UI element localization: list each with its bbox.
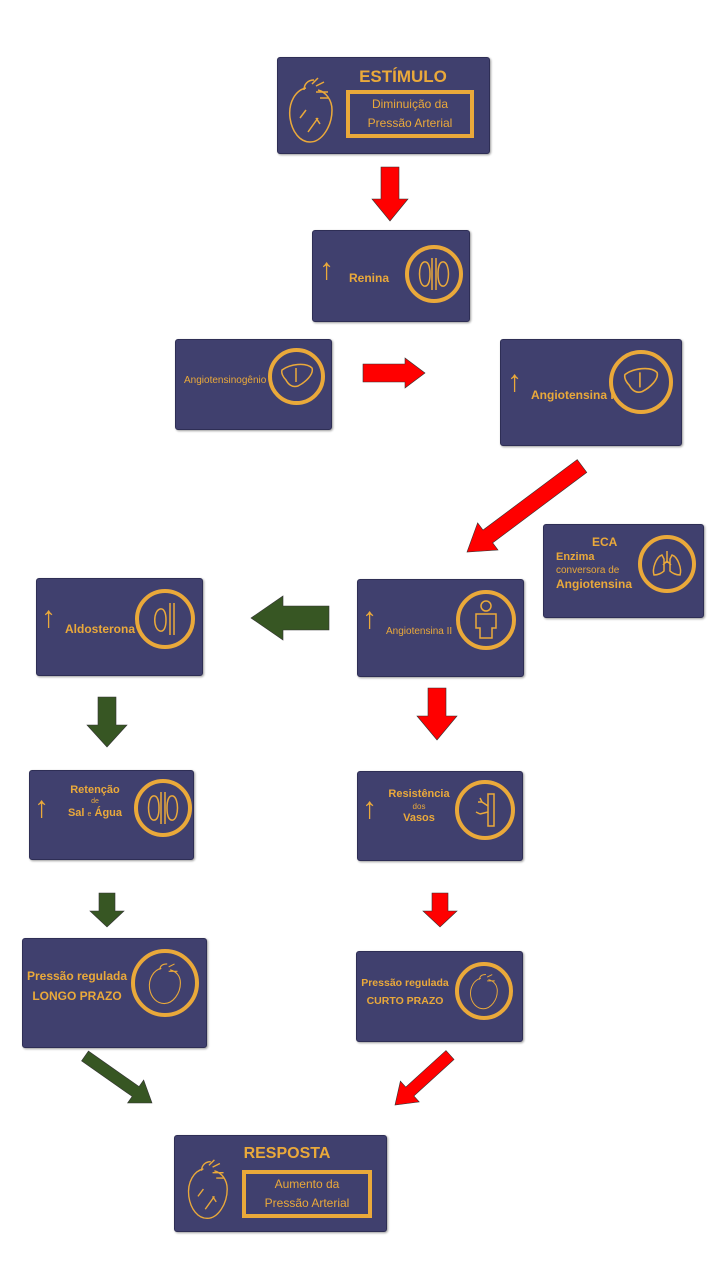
arrow-longo-prazo-to-resposta bbox=[81, 1050, 153, 1104]
arrow-retencao-to-longo-prazo bbox=[89, 892, 125, 928]
curto-line1: Pressão regulada bbox=[361, 977, 449, 989]
blood-vessel-icon bbox=[455, 780, 515, 840]
retencao-box: ↑ Retenção de Sal e Água bbox=[29, 770, 194, 860]
resistencia-label: Resistência dos Vasos bbox=[386, 788, 452, 826]
renina-label: Renina bbox=[349, 271, 390, 285]
lungs-icon bbox=[638, 535, 696, 593]
retencao-line1: Retenção bbox=[70, 784, 120, 796]
renina-box: ↑ Renina bbox=[312, 230, 470, 322]
heart-icon bbox=[455, 962, 513, 1020]
curto-prazo-label: Pressão regulada CURTO PRAZO bbox=[359, 977, 451, 1008]
heart-icon bbox=[185, 1158, 231, 1227]
eca-line2: conversora de bbox=[556, 564, 620, 576]
up-arrow-icon: ↑ bbox=[507, 365, 522, 398]
longo-prazo-box: Pressão regulada LONGO PRAZO bbox=[22, 938, 207, 1048]
up-arrow-icon: ↑ bbox=[34, 791, 49, 824]
response-line1: Aumento da bbox=[274, 1176, 340, 1191]
arrow-curto-prazo-to-resposta bbox=[394, 1050, 455, 1106]
response-title: RESPOSTA bbox=[243, 1145, 331, 1162]
heart-icon bbox=[286, 76, 336, 151]
arrow-aldosterona-to-retencao bbox=[86, 696, 128, 748]
kidney-icon bbox=[135, 589, 195, 649]
resistencia-line1: Resistência bbox=[388, 788, 450, 800]
arrow-angiotensinogenio-to-angiotensina-1 bbox=[362, 357, 426, 389]
person-icon bbox=[456, 590, 516, 650]
response-frame: Aumento da Pressão Arterial bbox=[242, 1170, 372, 1218]
response-line2: Pressão Arterial bbox=[264, 1196, 350, 1210]
up-arrow-icon: ↑ bbox=[362, 792, 377, 825]
arrow-resistencia-to-curto-prazo bbox=[422, 892, 458, 928]
retencao-sal: Sal bbox=[67, 806, 85, 819]
stimulus-title: ESTÍMULO bbox=[359, 67, 447, 86]
stimulus-line2: Pressão Arterial bbox=[367, 116, 453, 130]
retencao-line2: de bbox=[91, 797, 99, 805]
liver-icon bbox=[609, 350, 673, 414]
angiotensinogenio-label: Angiotensinogênio bbox=[184, 375, 267, 386]
eca-line1: Enzima bbox=[556, 551, 595, 563]
stimulus-frame: Diminuição da Pressão Arterial bbox=[346, 90, 474, 138]
aldosterona-label: Aldosterona bbox=[65, 622, 136, 636]
retencao-agua: Água bbox=[94, 806, 123, 819]
up-arrow-icon: ↑ bbox=[362, 602, 377, 635]
eca-abbr: ECA bbox=[592, 535, 618, 549]
angiotensinogenio-box: Angiotensinogênio bbox=[175, 339, 332, 430]
eca-line3: Angiotensina bbox=[556, 577, 633, 592]
response-box: RESPOSTA Aumento da Pressão Arterial bbox=[174, 1135, 387, 1232]
arrow-stimulus-to-renina bbox=[371, 166, 409, 222]
liver-icon bbox=[268, 348, 325, 405]
angiotensina-2-label: Angiotensina II bbox=[386, 626, 453, 637]
resistencia-box: ↑ Resistência dos Vasos bbox=[357, 771, 523, 861]
up-arrow-icon: ↑ bbox=[319, 253, 334, 286]
up-arrow-icon: ↑ bbox=[41, 601, 56, 634]
retencao-label: Retenção de Sal e Água bbox=[64, 784, 126, 820]
angiotensina-2-box: ↑ Angiotensina II bbox=[357, 579, 524, 677]
resistencia-line3: Vasos bbox=[403, 811, 435, 824]
angiotensina-1-label: Angiotensina I bbox=[531, 388, 614, 402]
arrow-angiotensina-2-to-resistencia bbox=[416, 687, 458, 741]
curto-prazo-box: Pressão regulada CURTO PRAZO bbox=[356, 951, 523, 1042]
stimulus-line1: Diminuição da bbox=[371, 96, 449, 111]
stimulus-box: ESTÍMULO Diminuição da Pressão Arterial bbox=[277, 57, 490, 154]
longo-line1: Pressão regulada bbox=[26, 969, 128, 983]
aldosterona-box: ↑ Aldosterona bbox=[36, 578, 203, 676]
resistencia-line2: dos bbox=[412, 801, 426, 811]
longo-prazo-label: Pressão regulada LONGO PRAZO bbox=[25, 969, 129, 1004]
longo-line2: LONGO PRAZO bbox=[32, 989, 122, 1003]
arrow-angiotensina-2-to-aldosterona bbox=[250, 595, 330, 641]
kidney-icon bbox=[405, 245, 463, 303]
curto-line2: CURTO PRAZO bbox=[366, 995, 444, 1008]
kidney-icon bbox=[134, 779, 192, 837]
heart-icon bbox=[131, 949, 199, 1017]
angiotensina-1-box: ↑ Angiotensina I bbox=[500, 339, 682, 446]
arrow-angiotensina-1-to-angiotensina-2 bbox=[466, 459, 588, 553]
retencao-e: e bbox=[87, 810, 92, 818]
